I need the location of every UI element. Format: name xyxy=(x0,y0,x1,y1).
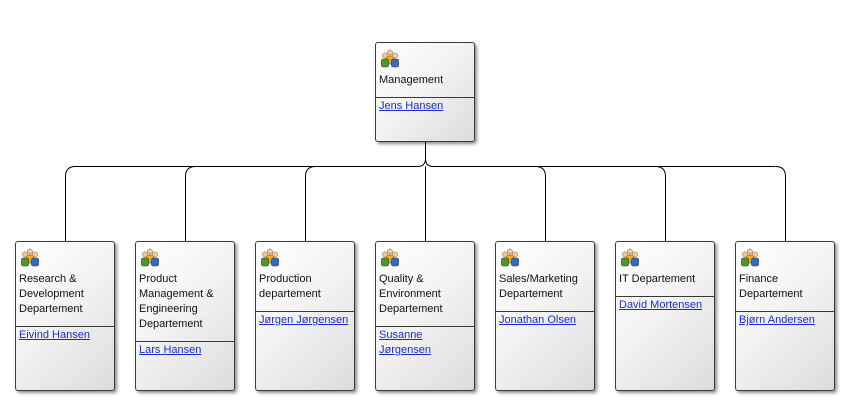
node-title: Research & Development Departement xyxy=(19,273,84,315)
node-divider xyxy=(736,311,834,312)
group-people-icon xyxy=(380,48,400,68)
org-node-it[interactable]: IT Departement David Mortensen xyxy=(615,241,715,391)
group-people-icon xyxy=(500,247,520,267)
node-title: Finance Departement xyxy=(739,273,803,300)
node-divider xyxy=(256,311,354,312)
group-people-icon xyxy=(620,247,640,267)
node-person-link[interactable]: Susanne Jørgensen xyxy=(379,329,431,356)
org-node-management[interactable]: Management Jens Hansen xyxy=(375,42,475,142)
node-divider xyxy=(376,326,474,327)
org-node-product-management[interactable]: Product Management & Engineering Departe… xyxy=(135,241,235,391)
node-divider xyxy=(616,296,714,297)
node-person-link[interactable]: Eivind Hansen xyxy=(19,329,90,341)
node-divider xyxy=(16,326,114,327)
group-people-icon xyxy=(740,247,760,267)
node-title: Management xyxy=(379,74,444,86)
node-title: Production departement xyxy=(259,273,321,300)
node-title: Quality & Environment Departement xyxy=(379,273,443,315)
node-divider xyxy=(496,311,594,312)
org-node-research-development[interactable]: Research & Development Departement Eivin… xyxy=(15,241,115,391)
group-people-icon xyxy=(380,247,400,267)
node-divider xyxy=(136,341,234,342)
node-person-link[interactable]: Jens Hansen xyxy=(379,100,444,112)
node-divider xyxy=(376,97,474,98)
node-person-link[interactable]: Jørgen Jørgensen xyxy=(259,314,349,326)
group-people-icon xyxy=(20,247,40,267)
node-person-link[interactable]: Jonathan Olsen xyxy=(499,314,577,326)
group-people-icon xyxy=(260,247,280,267)
org-node-sales-marketing[interactable]: Sales/Marketing Departement Jonathan Ols… xyxy=(495,241,595,391)
group-people-icon xyxy=(140,247,160,267)
org-node-quality-environment[interactable]: Quality & Environment Departement Susann… xyxy=(375,241,475,391)
node-title: Product Management & Engineering Departe… xyxy=(139,273,214,330)
node-title: IT Departement xyxy=(619,273,696,285)
node-person-link[interactable]: David Mortensen xyxy=(619,299,703,311)
node-person-link[interactable]: Bjørn Andersen xyxy=(739,314,815,326)
org-node-production[interactable]: Production departement Jørgen Jørgensen xyxy=(255,241,355,391)
node-title: Sales/Marketing Departement xyxy=(499,273,578,300)
org-node-finance[interactable]: Finance Departement Bjørn Andersen xyxy=(735,241,835,391)
node-person-link[interactable]: Lars Hansen xyxy=(139,344,202,356)
